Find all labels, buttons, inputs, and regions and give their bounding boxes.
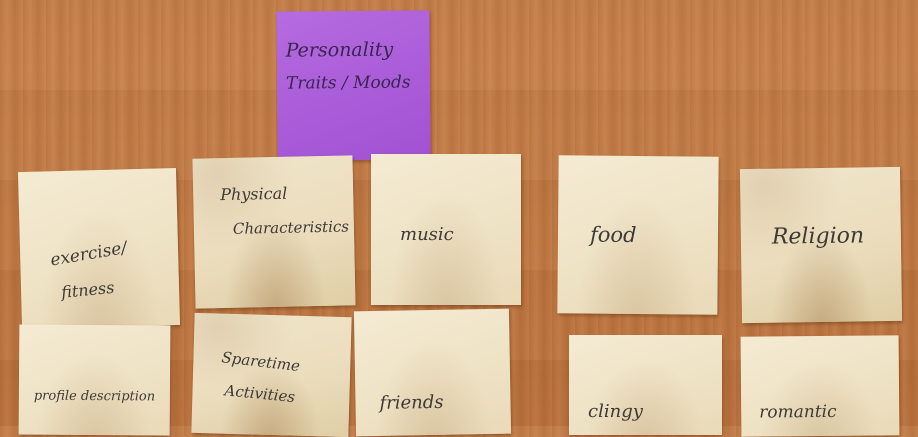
sticky-note-profile-description: profile description [18, 324, 171, 436]
sticky-note-food: food [557, 155, 719, 315]
sticky-note-music: music [371, 154, 521, 305]
header-note-line-2: Traits / Moods [285, 72, 411, 94]
note-text-characteristics: Characteristics [232, 217, 350, 238]
sticky-note-friends: friends [353, 308, 512, 437]
note-text-clingy: clingy [588, 401, 643, 422]
sticky-note-religion: Religion [739, 166, 903, 324]
note-text-religion: Religion [771, 223, 865, 250]
note-text-friends: friends [379, 391, 444, 414]
header-sticky-note: Personality Traits / Moods [276, 10, 431, 161]
note-text-romantic: romantic [759, 401, 837, 423]
note-text-sparetime: Sparetime [220, 348, 301, 376]
note-text-activities: Activities [223, 381, 296, 407]
note-text-fitness: fitness [60, 277, 116, 302]
note-text-physical: Physical [220, 183, 288, 205]
header-note-line-1: Personality [285, 38, 394, 62]
note-text-profile-description: profile description [33, 388, 156, 405]
note-text-exercise: exercise/ [48, 238, 129, 271]
sticky-note-exercise-fitness: exercise/ fitness [17, 167, 181, 330]
note-text-music: music [400, 224, 454, 245]
sticky-note-clingy: clingy [569, 335, 722, 435]
note-text-food: food [589, 222, 637, 247]
sticky-note-sparetime-activities: Sparetime Activities [191, 312, 352, 437]
sticky-note-romantic: romantic [740, 335, 900, 437]
sticky-note-physical-characteristics: Physical Characteristics [192, 155, 356, 309]
